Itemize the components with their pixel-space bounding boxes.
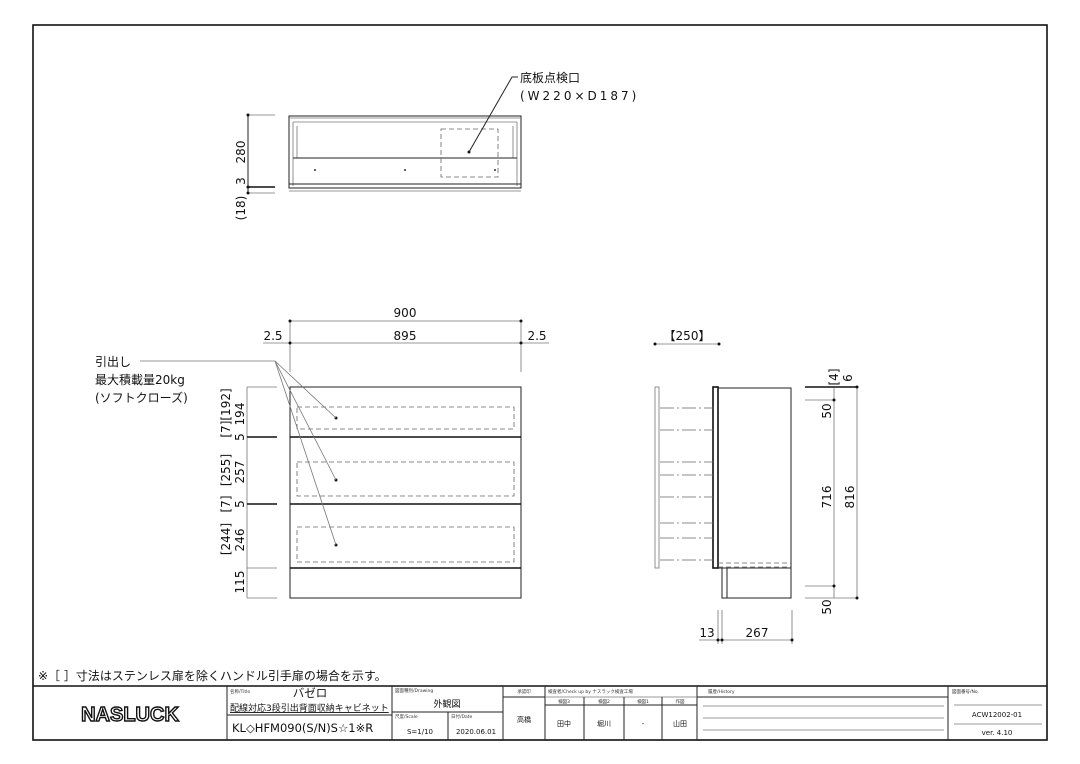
nasluck-logo: NASLUCK: [81, 704, 179, 726]
scale-label: 尺度/Scale: [395, 713, 418, 720]
drawer-soft-close: (ソフトクローズ): [95, 390, 188, 405]
check-label: 検査者/Check up by ナスラック検査工場: [548, 688, 633, 695]
bracket-dimension-note: ※［ ］寸法はステンレス扉を除くハンドル引手扉の場合を示す。: [38, 668, 387, 683]
check-col-label: 検図1: [637, 698, 649, 705]
model-number: KL◇HFM090(S/N)S☆1※R: [232, 721, 373, 735]
dim-716: 716: [820, 486, 834, 509]
dim-50-top: 50: [820, 403, 834, 418]
check-col-value: 山田: [673, 719, 687, 728]
dim-900: 900: [394, 306, 417, 320]
dim-7-192: [7][192]: [219, 388, 233, 437]
dim-267: 267: [746, 626, 769, 640]
dim-left-2-5: 2.5: [263, 329, 282, 343]
dim-255: [255]: [219, 454, 233, 486]
inspection-port-size: (W220×D187): [520, 89, 639, 103]
drawer-label: 引出し: [95, 355, 131, 369]
dim-13: 13: [699, 626, 714, 640]
history-label: 履歴/History: [708, 689, 735, 695]
top-view: 底板点検口 (W220×D187) 280 3 (18): [234, 70, 639, 221]
approval-label: 承認印: [517, 688, 531, 695]
drawing-type: 外観図: [433, 698, 460, 710]
dim-280: 280: [234, 141, 248, 164]
dim-6: 6: [841, 374, 855, 382]
dim-5a: 5: [233, 433, 247, 441]
dim-18: (18): [234, 196, 248, 221]
dim-895: 895: [394, 329, 417, 343]
drawer-max-load: 最大積載量20kg: [95, 372, 185, 387]
check-col-label: 検図3: [558, 698, 570, 705]
scale-value: S=1/10: [407, 728, 433, 736]
dim-4: [4]: [827, 369, 841, 386]
dim-194: 194: [233, 403, 247, 426]
dim-816: 816: [843, 486, 857, 509]
dim-246: 246: [233, 529, 247, 552]
drawing-number-label: 図面番号/No.: [952, 688, 979, 695]
date-label: 日付/Date: [451, 713, 473, 720]
check-col-label: 作図: [676, 698, 685, 705]
inspection-port-label: 底板点検口: [520, 70, 580, 85]
date-value: 2020.06.01: [456, 728, 496, 736]
check-col-value: -: [642, 720, 645, 728]
dim-50-bottom: 50: [820, 599, 834, 614]
product-subtitle: 配線対応3段引出背面収納キャビネット: [230, 702, 389, 714]
check-col-value: 堀川: [597, 719, 611, 728]
sheet-border: [32, 24, 1048, 741]
title-block: NASLUCK 名称/Title バゼロ 配線対応3段引出背面収納キャビネット …: [33, 685, 1047, 740]
dim-257: 257: [233, 461, 247, 484]
dim-244: [244]: [219, 523, 233, 555]
product-title: バゼロ: [293, 686, 328, 700]
front-view: 引出し 最大積載量20kg (ソフトクローズ) 900 895 2.5 2.5 …: [95, 306, 549, 599]
drawing-type-label: 図面種別/Drawing: [395, 687, 433, 694]
dim-3: 3: [234, 177, 248, 185]
approval-value: 高橋: [517, 715, 531, 724]
dim-5b: 5: [233, 500, 247, 508]
check-col-value: 田中: [557, 719, 571, 728]
drawing-version: ver. 4.10: [982, 729, 1013, 737]
dim-7b: [7]: [219, 496, 233, 513]
dim-right-2-5: 2.5: [527, 329, 546, 343]
dim-250: 【250】: [664, 329, 711, 343]
side-view: 【250】 [4] 6 50 716 816 50 13 267: [653, 329, 859, 644]
check-col-label: 検図2: [598, 698, 610, 705]
drawing-number: ACW12002-01: [972, 711, 1022, 719]
dim-115: 115: [233, 571, 247, 594]
title-label: 名称/Title: [230, 688, 250, 695]
